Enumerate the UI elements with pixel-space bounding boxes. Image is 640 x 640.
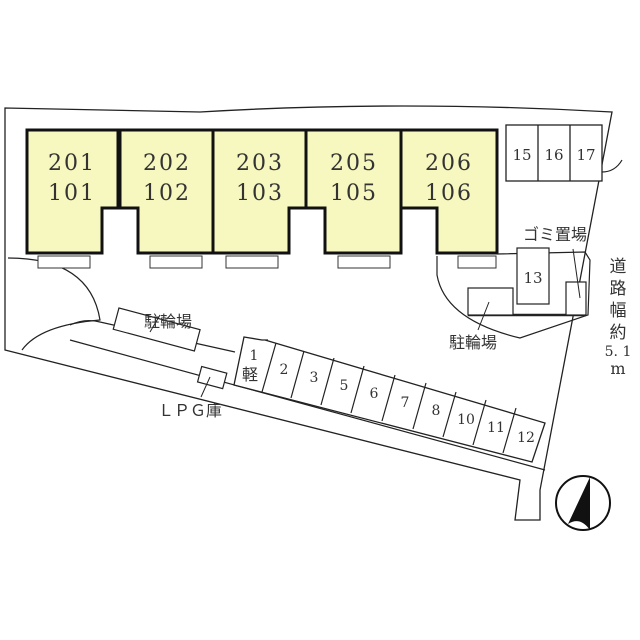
road-char: 約	[610, 323, 627, 343]
property-boundary	[4, 105, 613, 521]
garbage-label: ゴミ置場	[523, 225, 587, 244]
parking-space-label: 15	[512, 146, 531, 164]
road-width-unit: m	[610, 359, 625, 378]
right-driveway	[436, 251, 591, 339]
unit-upper: 205	[330, 151, 378, 176]
unit-lower: 103	[236, 181, 284, 206]
road-char: 道	[610, 257, 627, 277]
unit-upper: 201	[48, 151, 96, 176]
parking-space-label: 17	[576, 146, 595, 164]
lpg-label: ＬＰＧ庫	[158, 401, 222, 420]
unit-upper: 202	[143, 151, 191, 176]
parking-space-label: 2	[280, 362, 289, 378]
lpg-storage	[196, 365, 228, 390]
unit-lower: 102	[143, 181, 191, 206]
parking-space-label: 11	[487, 420, 505, 436]
parking-space-label: 6	[370, 386, 379, 402]
unit-lower: 106	[425, 181, 473, 206]
unit-lower: 105	[330, 181, 378, 206]
bicycle-shed-right	[467, 287, 514, 316]
north-arrow-icon	[555, 475, 611, 531]
parking-space-13	[516, 247, 550, 305]
apartment-building	[25, 128, 499, 269]
parking-space-label: 5	[340, 378, 349, 394]
parking-row	[233, 336, 546, 463]
parking-space-label: 16	[544, 146, 563, 164]
parking-space-label: 8	[432, 403, 441, 419]
bicycle-right-label: 駐輪場	[449, 333, 497, 352]
unit-lower: 101	[48, 181, 96, 206]
road-char: 路	[610, 279, 627, 299]
kei-label: 軽	[242, 365, 258, 384]
top-parking	[505, 124, 623, 182]
garbage-area	[565, 281, 587, 316]
lower-driveway	[69, 319, 546, 471]
parking-space-label: 12	[517, 430, 535, 446]
road-char: 幅	[610, 301, 627, 321]
parking-space-label: 1	[250, 348, 259, 364]
parking-space-label: 7	[401, 395, 410, 411]
bicycle-shed-left	[112, 307, 201, 352]
unit-upper: 206	[425, 151, 473, 176]
parking-space-label: 10	[457, 412, 475, 428]
unit-upper: 203	[236, 151, 284, 176]
left-curve	[7, 257, 101, 351]
parking-space-label: 3	[310, 370, 319, 386]
road-width-value: 5. 1	[605, 344, 632, 360]
parking-space-label: 13	[523, 269, 542, 287]
bicycle-left-label: 駐輪場	[144, 312, 192, 331]
